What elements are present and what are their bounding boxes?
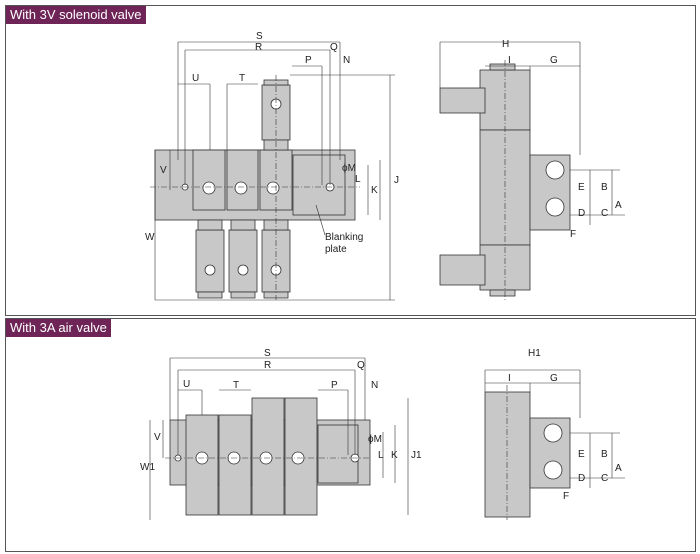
dim-t: T [233,380,239,391]
dim-l: L [378,450,384,461]
panel-title: With 3V solenoid valve [6,6,146,24]
dim-f: F [570,229,576,240]
front-view-air-labels: S R Q P N U T V W1 J1 K L ϕM [140,348,422,473]
dim-i: I [508,55,511,66]
side-view-solenoid [439,41,625,300]
dim-k: K [371,185,378,196]
dim-g: G [550,55,558,66]
dim-c: C [601,473,608,484]
dim-w: W [145,232,155,243]
front-view-solenoid [150,41,395,301]
dim-u: U [192,73,199,84]
panel-title: With 3A air valve [6,319,111,337]
dim-h1: H1 [528,348,541,359]
dim-c: C [601,208,608,219]
panel-3a-air: With 3A air valve [5,318,696,552]
dim-m: ϕM [342,163,356,174]
dim-m: ϕM [368,434,382,445]
side-view-air [484,369,625,520]
dim-l: L [355,174,361,185]
dim-b: B [601,182,608,193]
dim-n: N [371,380,378,391]
blanking-plate-label: Blanking [325,232,363,243]
dim-g: G [550,373,558,384]
dim-j: J [394,175,399,186]
dim-e: E [578,182,585,193]
dim-q: Q [330,42,338,53]
dim-d: D [578,473,585,484]
panel-3v-solenoid: With 3V solenoid valve [5,5,696,316]
dim-h: H [502,39,509,50]
dim-p: P [331,380,338,391]
dim-r: R [255,42,262,53]
dim-w1: W1 [140,462,155,473]
dim-p: P [305,55,312,66]
dim-r: R [264,360,271,371]
dim-j1: J1 [411,450,422,461]
dim-k: K [391,450,398,461]
dim-s: S [256,31,263,42]
front-view-labels: S R Q P N U T V W J K L ϕM Blanking plat… [145,31,399,255]
front-view-air [149,357,409,520]
dim-t: T [239,73,245,84]
dim-v: V [154,432,161,443]
dim-i: I [508,373,511,384]
blanking-plate-label-2: plate [325,244,347,255]
side-view-air-labels: H1 I G E B D C A F [508,348,622,502]
dim-d: D [578,208,585,219]
dim-b: B [601,449,608,460]
dim-v: V [160,165,167,176]
dim-s: S [264,348,271,359]
dim-f: F [563,491,569,502]
dim-a: A [615,463,622,474]
dim-n: N [343,55,350,66]
side-view-labels: H I G E B D C A F [502,39,622,240]
dim-e: E [578,449,585,460]
dim-q: Q [357,360,365,371]
dim-u: U [183,379,190,390]
dim-a: A [615,200,622,211]
